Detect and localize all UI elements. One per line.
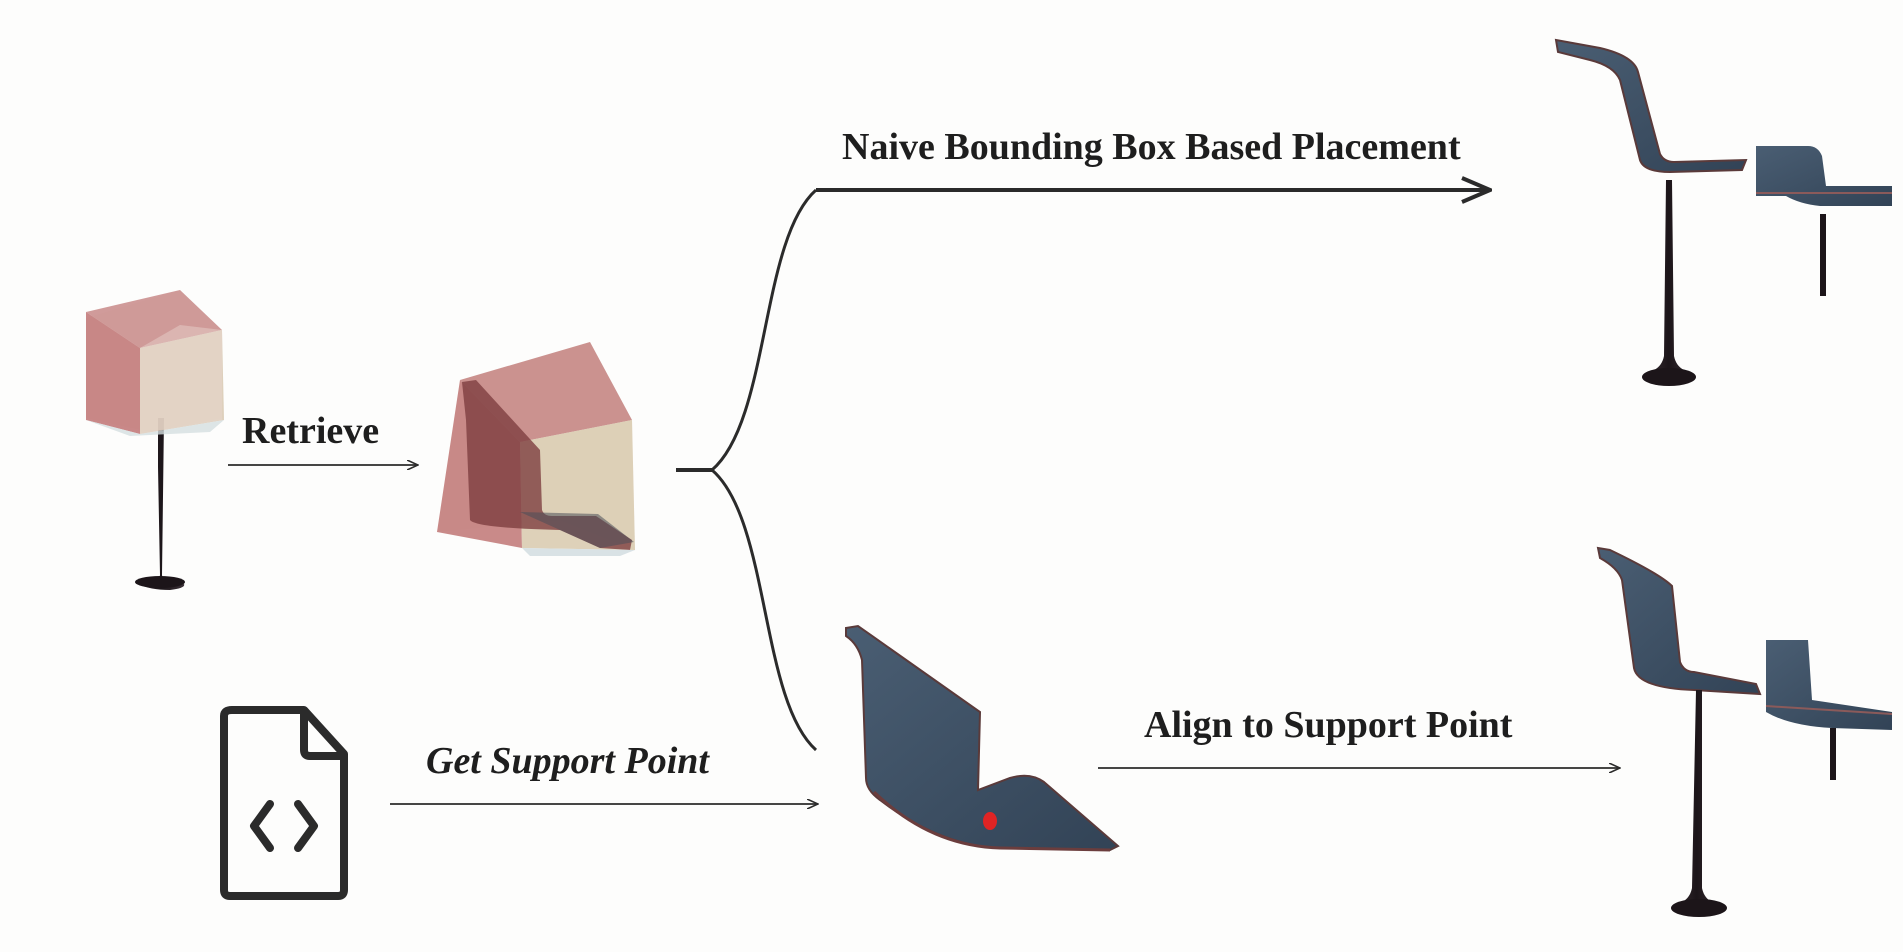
code-file-icon [220, 706, 348, 900]
retrieve-label: Retrieve [242, 410, 380, 452]
zoom-inset-bottom [1766, 640, 1892, 730]
floating-chair [1554, 38, 1748, 174]
align-to-support-point-label: Align to Support Point [1144, 704, 1513, 746]
naive-placement-label: Naive Bounding Box Based Placement [842, 126, 1461, 168]
chair-with-support-point [845, 624, 1120, 852]
lamp-with-bounding-box [86, 290, 224, 590]
aligned-placement-result [1596, 546, 1893, 917]
zoom-inset-top [1756, 146, 1892, 206]
bbox-side-face [140, 330, 224, 434]
bbox-top-face [86, 290, 222, 348]
lamp-base [135, 576, 185, 588]
bbox-front-face [86, 312, 140, 434]
supported-chair [1596, 546, 1762, 696]
branch-connector [676, 188, 818, 752]
lamp-stem [138, 418, 185, 590]
naive-placement-result [1554, 38, 1892, 386]
support-point-dot [983, 812, 997, 830]
chair-in-box [462, 380, 632, 550]
chair-with-bounding-box [437, 342, 635, 556]
chair-model [845, 624, 1120, 852]
get-support-point-label: Get Support Point [426, 740, 709, 782]
lamp-stem-right-top [1644, 180, 1693, 378]
lamp-stem-right-bottom [1672, 690, 1721, 910]
